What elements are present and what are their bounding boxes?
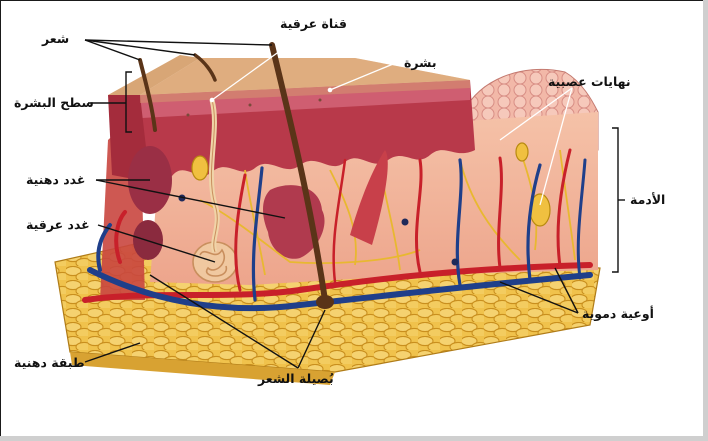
dermis-bracket: [612, 128, 618, 272]
label-nerve-endings: نهايات عصبية: [548, 74, 631, 89]
label-blood-vessels: أوعية دموية: [582, 305, 654, 321]
label-hair-follicle: بُصيلة الشعر: [257, 371, 334, 386]
label-epidermis: بشرة: [404, 55, 437, 70]
frame-bottom-shadow: [0, 436, 708, 441]
hair-follicle-bulb: [316, 295, 334, 309]
label-skin-surface: سطح البشرة: [14, 95, 94, 110]
label-sweat-glands: غدد عرقية: [26, 217, 90, 232]
label-hair: شعر: [41, 31, 69, 46]
label-sebaceous-glands: غدد دهنية: [26, 172, 85, 187]
frame-right-shadow: [703, 0, 708, 441]
label-sweat-duct: قناة عرقية: [280, 16, 347, 31]
label-dermis: الأدمة: [630, 192, 665, 207]
label-fat-layer: طبقة دهنية: [14, 355, 85, 370]
